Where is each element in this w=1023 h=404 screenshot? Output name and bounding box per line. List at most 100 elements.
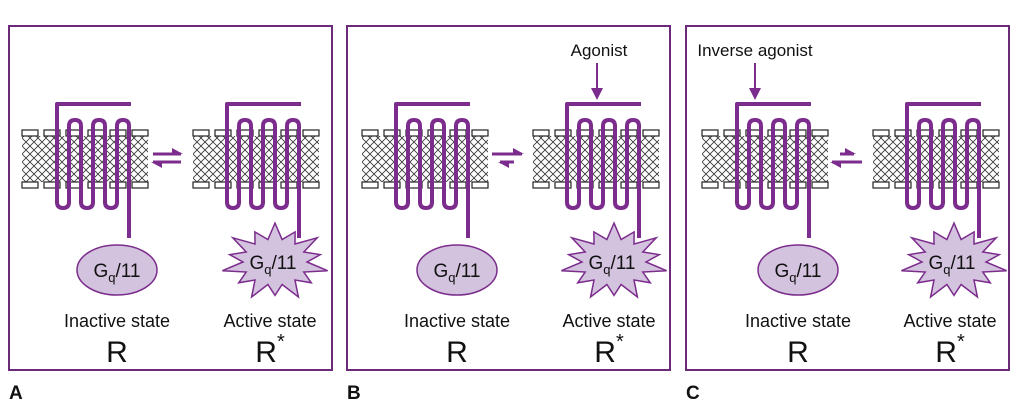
lipid-head [361,129,379,137]
lipid-head [302,129,320,137]
gprotein-active: Gq/11 [222,221,328,299]
symbol-r-star: R* [594,331,624,369]
lipid-head [471,129,489,137]
lipid-head [982,181,1000,189]
symbol-r: R [446,336,468,369]
lipid-head [383,181,401,189]
gprotein-label: Gq/11 [588,253,635,277]
gprotein-active-shape [222,221,328,299]
state-label-active: Active state [562,311,655,331]
receptor-left [55,102,131,238]
gprotein-active: Gq/11 [561,221,667,299]
lipid-head [872,129,890,137]
ligand-label: Agonist [571,41,628,60]
lipid-head [131,129,149,137]
gprotein-label: Gq/11 [928,253,975,277]
gprotein-inactive-shape [757,244,839,296]
gprotein-inactive: Gq/11 [416,244,498,296]
ligand-arrow [591,63,603,100]
gprotein-active-shape [901,221,1007,299]
lipid-head [361,181,379,189]
symbol-r: R [106,336,128,369]
equilibrium-arrows [151,148,183,168]
lipid-head [811,181,829,189]
panel-letter-c: C [686,383,700,404]
lipid-head [192,181,210,189]
lipid-head [811,129,829,137]
panel-a-frame [8,25,333,371]
equilibrium-arrows [830,148,862,168]
gprotein-inactive: Gq/11 [757,244,839,296]
receptor-right [225,102,301,238]
lipid-head [554,129,572,137]
receptor-left [735,102,811,238]
panel-letter-a: A [9,383,23,404]
gprotein-label: Gq/11 [774,261,821,285]
gprotein-active-shape [561,221,667,299]
state-label-inactive: Inactive state [404,311,510,331]
equilibrium-arrows [492,148,524,168]
forward-arrowhead [845,148,856,154]
lipid-head [21,181,39,189]
lipid-head [723,129,741,137]
lipid-head [302,181,320,189]
forward-arrowhead [172,148,183,154]
gprotein-label: Gq/11 [433,261,480,285]
lipid-head [87,181,105,189]
state-label-inactive: Inactive state [745,311,851,331]
forward-arrowhead [513,148,524,154]
gprotein-inactive: Gq/11 [76,244,158,296]
lipid-head [642,129,660,137]
lipid-head [642,181,660,189]
lipid-head [192,129,210,137]
ligand-arrow [749,63,761,100]
receptor-path [55,102,131,238]
lipid-head [894,181,912,189]
receptor-right [565,102,641,238]
lipid-head [532,181,550,189]
gprotein-inactive-shape [416,244,498,296]
lipid-head [214,129,232,137]
state-label-active: Active state [223,311,316,331]
symbol-r-star: R* [935,331,965,369]
panel-letter-b: B [347,383,361,404]
lipid-head [872,181,890,189]
receptor-path [225,102,301,238]
gprotein-label: Gq/11 [249,253,296,277]
gprotein-label: Gq/11 [93,261,140,285]
receptor-right [905,102,981,238]
lipid-head [701,129,719,137]
lipid-head [767,181,785,189]
receptor-path [735,102,811,238]
lipid-head [767,129,785,137]
panel-b: Agonist Gq/11 Gq/11 Inactive state Activ… [346,25,671,371]
lipid-head [214,181,232,189]
lipid-head [87,129,105,137]
state-label-inactive: Inactive state [64,311,170,331]
receptor-path [905,102,981,238]
gprotein-active: Gq/11 [901,221,1007,299]
panel-c: Inverse agonist Gq/11 Gq/11 Inactive sta… [685,25,1010,371]
lipid-head [43,129,61,137]
ligand-label: Inverse agonist [697,41,813,60]
lipid-head [383,129,401,137]
lipid-head [43,181,61,189]
lipid-head [131,181,149,189]
reverse-arrowhead [498,162,509,168]
panel-a: Gq/11 Gq/11 Inactive state Active state … [8,25,333,371]
receptor-path [565,102,641,238]
lipid-head [982,129,1000,137]
gprotein-inactive-shape [76,244,158,296]
reverse-arrowhead [151,162,162,168]
reverse-arrowhead [830,162,841,168]
state-label-active: Active state [903,311,996,331]
lipid-head [723,181,741,189]
lipid-head [701,181,719,189]
lipid-head [554,181,572,189]
symbol-r: R [787,336,809,369]
receptor-path [394,102,470,238]
lipid-head [471,181,489,189]
lipid-head [532,129,550,137]
symbol-r-star: R* [255,331,285,369]
